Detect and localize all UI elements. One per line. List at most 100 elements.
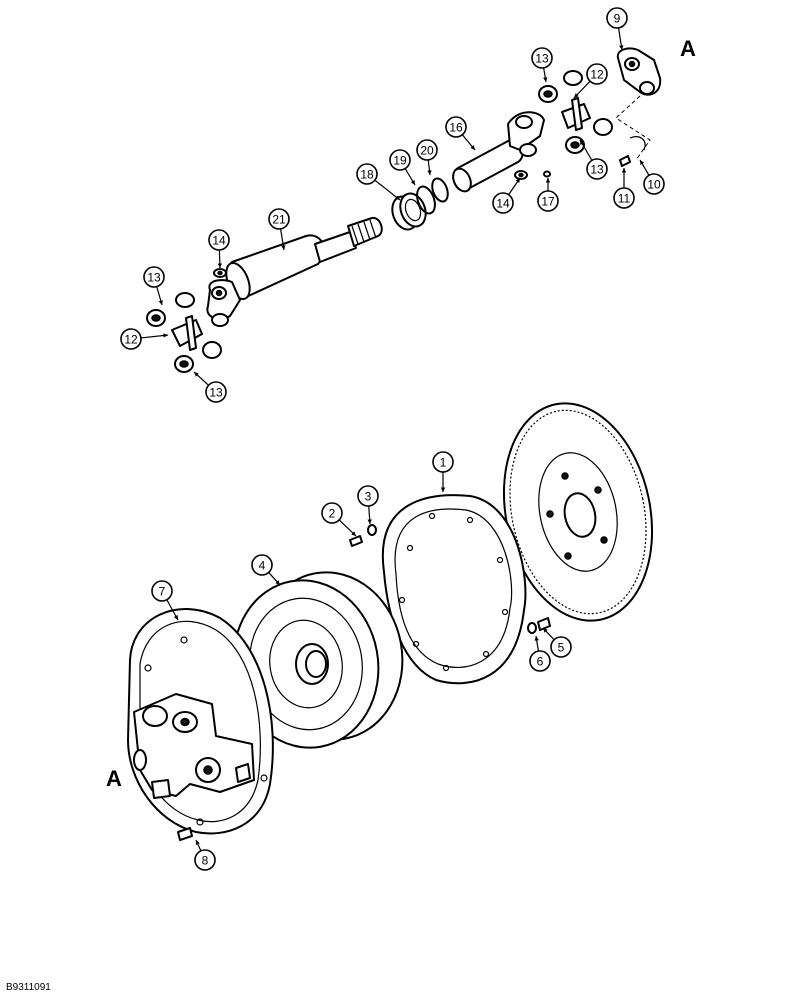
callout-arrowhead bbox=[440, 487, 446, 492]
callout-circle bbox=[268, 208, 290, 230]
callout-number: 13 bbox=[535, 52, 549, 66]
callout-13: 13 bbox=[193, 371, 227, 403]
callout-circle bbox=[445, 116, 467, 138]
callout-8: 8 bbox=[194, 839, 216, 871]
part-14-left-washer bbox=[213, 268, 227, 278]
part-21-shaft bbox=[225, 216, 383, 301]
callout-number: 13 bbox=[147, 271, 161, 285]
callout-circle bbox=[356, 163, 378, 185]
callout-number: 21 bbox=[272, 213, 286, 227]
reference-letter-top: A bbox=[680, 36, 696, 61]
callout-11: 11 bbox=[613, 168, 635, 209]
callout-4: 4 bbox=[251, 554, 281, 586]
part-5-bolt bbox=[537, 617, 551, 631]
callout-number: 6 bbox=[537, 655, 544, 669]
callout-9: 9 bbox=[606, 7, 628, 51]
document-code: B9311091 bbox=[6, 982, 51, 993]
torque-converter-assembly bbox=[127, 402, 654, 841]
reference-letter-bottom: A bbox=[106, 766, 122, 791]
part-12-right-cross bbox=[538, 70, 613, 154]
callout-arrowhead bbox=[640, 160, 645, 165]
callout-19: 19 bbox=[389, 149, 416, 186]
part-19-ring bbox=[416, 185, 436, 215]
flywheel-ring-gear bbox=[502, 402, 654, 622]
callout-number: 7 bbox=[159, 585, 166, 599]
callout-arrowhead bbox=[158, 300, 163, 305]
part-10-strap bbox=[629, 136, 646, 151]
callout-12: 12 bbox=[120, 328, 169, 350]
callout-number: 18 bbox=[360, 168, 374, 182]
callout-circle bbox=[537, 190, 559, 212]
part-12-left-cross bbox=[146, 292, 222, 373]
callout-leader bbox=[374, 179, 401, 201]
callout-circle bbox=[492, 192, 514, 214]
callout-circle bbox=[208, 229, 230, 251]
callout-arrowhead bbox=[173, 615, 178, 620]
callout-17: 17 bbox=[537, 178, 559, 212]
callout-21: 21 bbox=[268, 208, 290, 251]
callout-13: 13 bbox=[579, 139, 608, 180]
callout-arrowhead bbox=[619, 45, 624, 50]
part-1-flex-plate bbox=[381, 494, 527, 685]
callout-number: 11 bbox=[618, 192, 631, 206]
callout-number: 13 bbox=[590, 163, 604, 177]
callout-arrowhead bbox=[543, 77, 548, 82]
callout-arrowhead bbox=[534, 636, 539, 641]
callout-circle bbox=[389, 149, 411, 171]
callout-circle bbox=[416, 139, 438, 161]
callout-circle bbox=[251, 554, 273, 576]
callout-circle bbox=[321, 502, 343, 524]
part-9-end-yoke bbox=[615, 47, 662, 161]
callout-arrowhead bbox=[281, 245, 286, 250]
callout-number: 12 bbox=[124, 333, 138, 347]
callout-number: 14 bbox=[212, 234, 226, 248]
part-18-seal bbox=[391, 192, 427, 231]
part-6-washer bbox=[527, 622, 537, 634]
callout-number: 20 bbox=[420, 144, 434, 158]
callout-circle bbox=[586, 63, 608, 85]
callout-number: 12 bbox=[590, 68, 604, 82]
callout-circle bbox=[586, 158, 608, 180]
callout-circle bbox=[529, 650, 551, 672]
callout-arrowhead bbox=[427, 170, 432, 175]
callout-10: 10 bbox=[639, 159, 665, 195]
callout-14: 14 bbox=[492, 177, 521, 214]
callout-circle bbox=[643, 173, 665, 195]
part-14-right-washer bbox=[514, 170, 528, 180]
callout-number: 13 bbox=[209, 386, 223, 400]
callout-number: 3 bbox=[365, 490, 372, 504]
callout-circle bbox=[432, 451, 454, 473]
callout-layer: 1234567891011121313141416171819202113121… bbox=[120, 7, 665, 871]
callout-2: 2 bbox=[321, 502, 357, 537]
callout-number: 14 bbox=[496, 197, 510, 211]
callout-3: 3 bbox=[357, 485, 379, 525]
left-yoke bbox=[206, 279, 241, 327]
part-7-housing bbox=[127, 608, 274, 835]
callout-arrowhead bbox=[543, 628, 548, 633]
callout-number: 9 bbox=[614, 12, 621, 26]
callout-arrowhead bbox=[217, 263, 223, 268]
callout-6: 6 bbox=[529, 635, 551, 672]
part-16-slip-yoke bbox=[452, 111, 545, 193]
callout-arrowhead bbox=[275, 580, 280, 585]
callout-5: 5 bbox=[542, 627, 572, 658]
part-8-bolt bbox=[177, 827, 193, 841]
part-2-bolt bbox=[349, 535, 363, 547]
part-3-washer bbox=[367, 524, 377, 536]
part-17-fitting bbox=[543, 170, 551, 178]
callout-circle bbox=[194, 849, 216, 871]
callout-arrowhead bbox=[410, 180, 415, 185]
callout-12: 12 bbox=[573, 63, 608, 99]
callout-circle bbox=[606, 7, 628, 29]
callout-circle bbox=[550, 636, 572, 658]
callout-number: 5 bbox=[558, 641, 565, 655]
part-20-ring bbox=[431, 177, 449, 203]
callout-arrowhead bbox=[574, 93, 579, 98]
callout-16: 16 bbox=[445, 116, 476, 151]
callout-circle bbox=[120, 328, 142, 350]
callout-number: 2 bbox=[329, 507, 336, 521]
callout-number: 4 bbox=[259, 559, 266, 573]
callout-14: 14 bbox=[208, 229, 230, 269]
callout-number: 17 bbox=[541, 195, 555, 209]
